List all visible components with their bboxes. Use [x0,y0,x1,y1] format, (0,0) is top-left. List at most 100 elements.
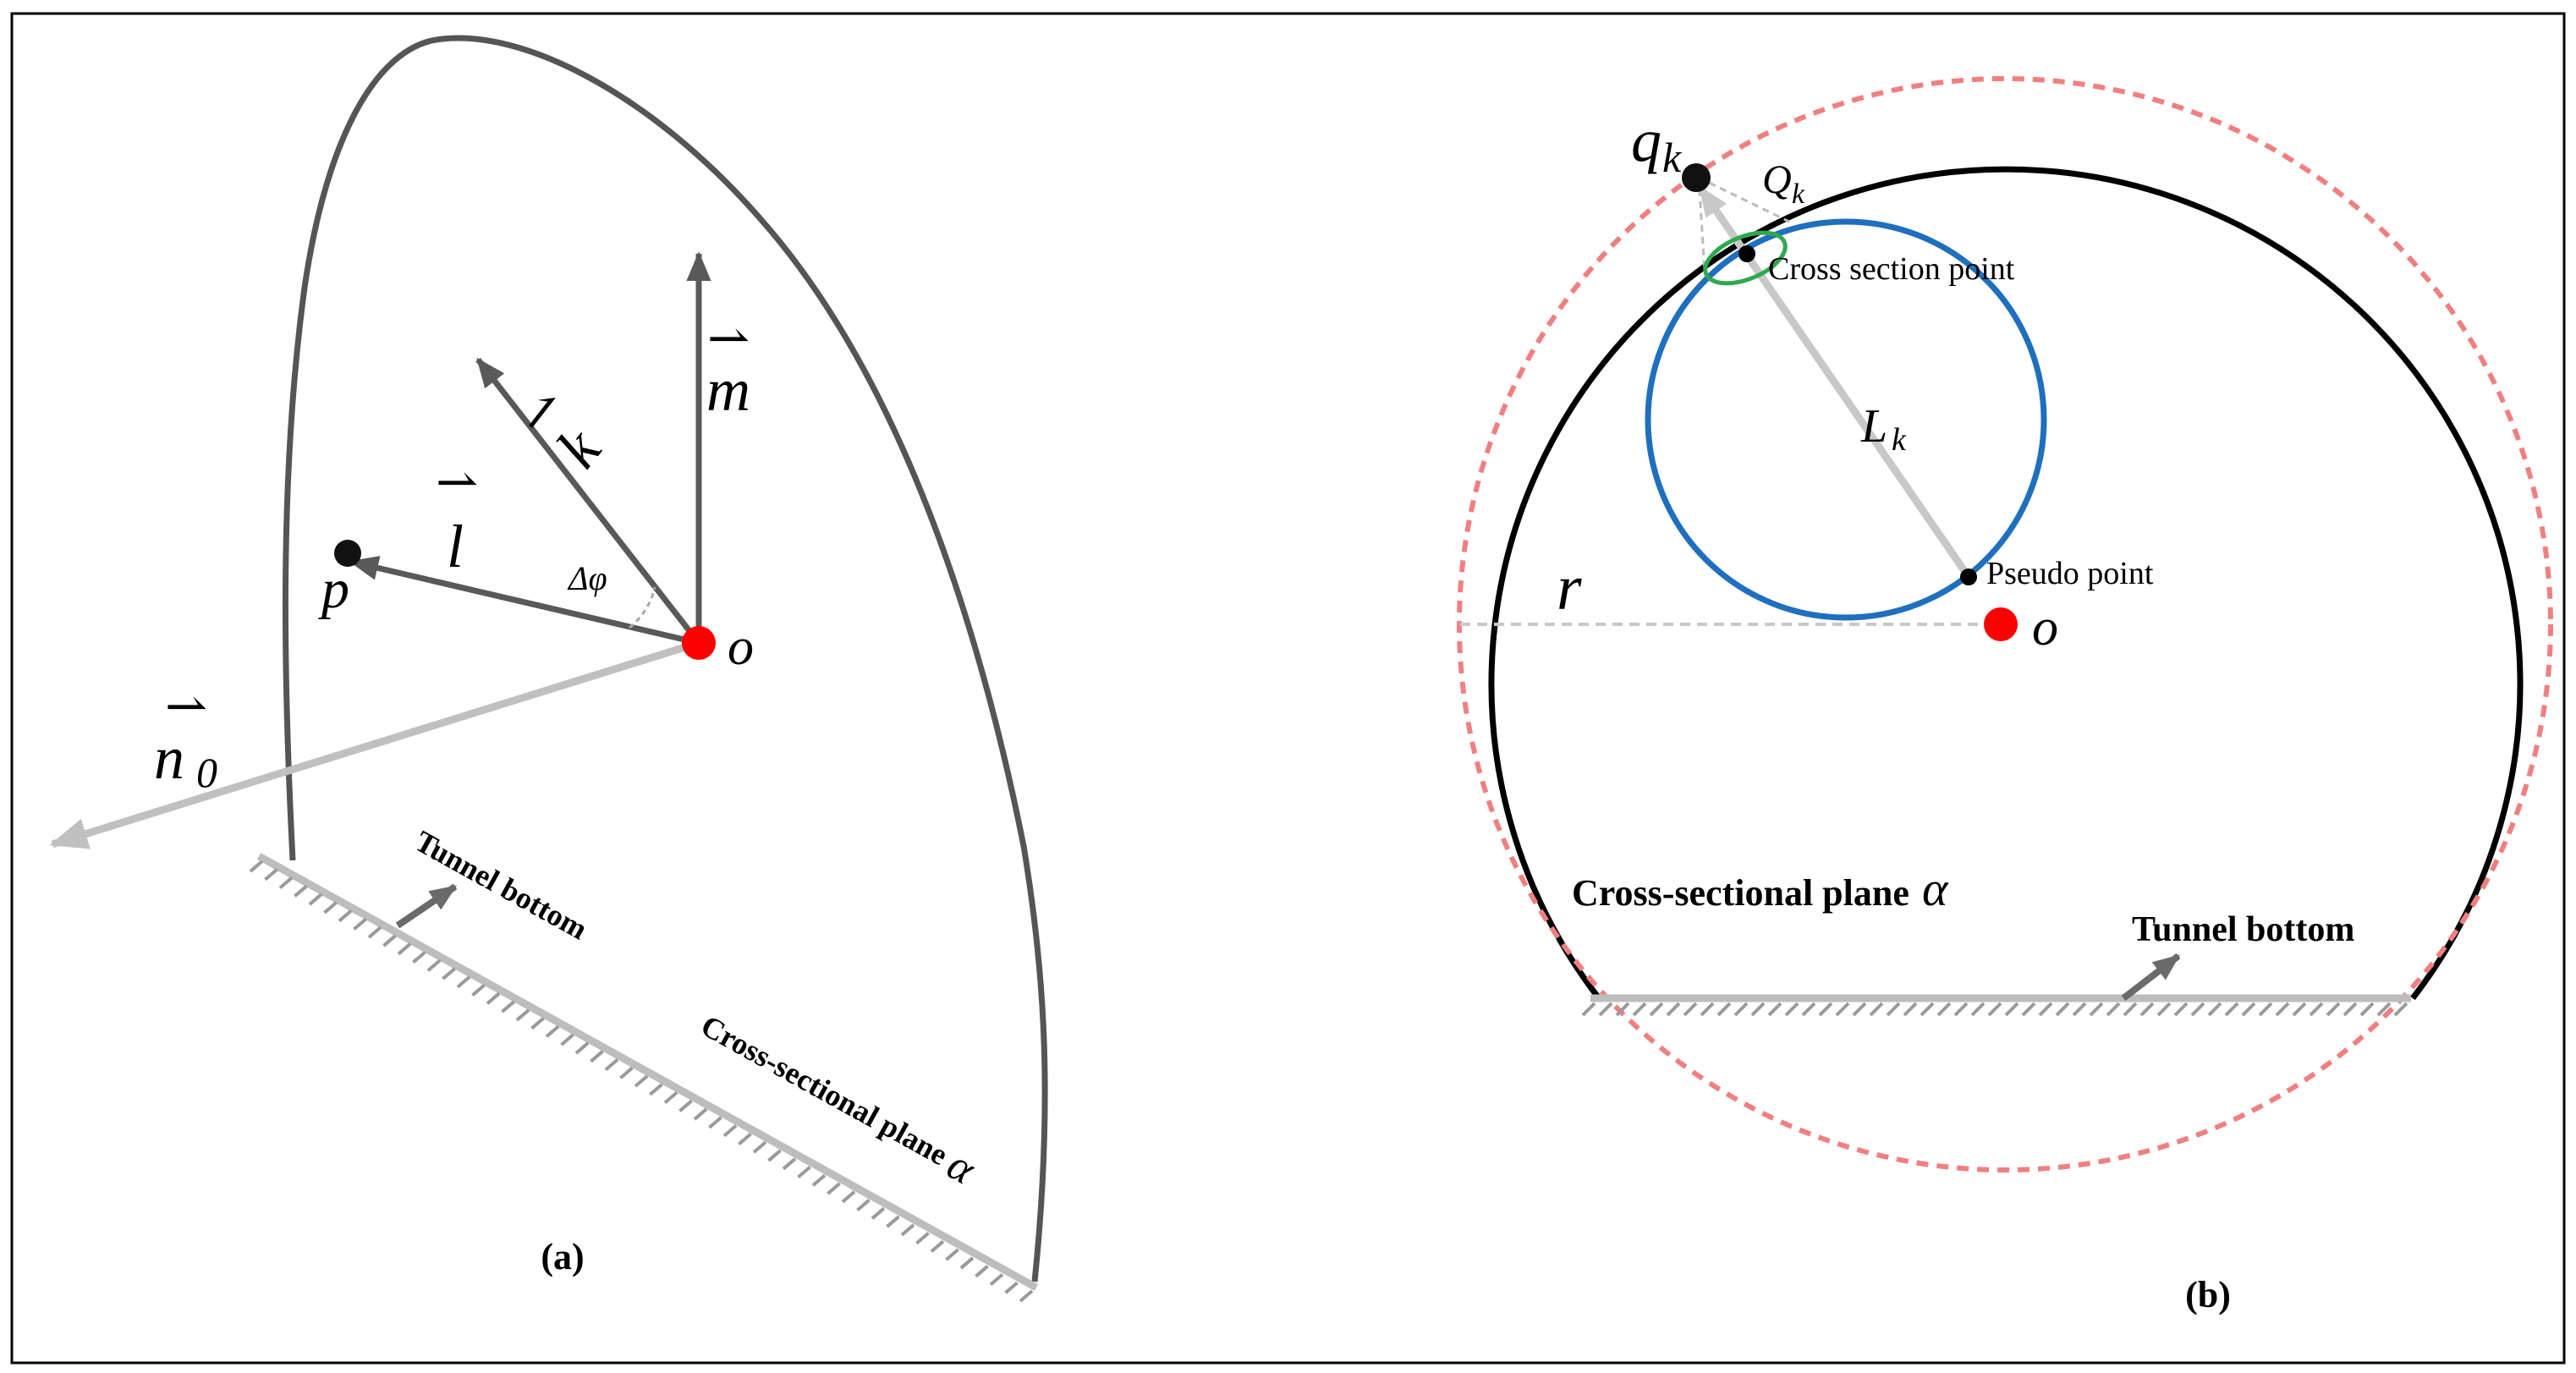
hatch-tick [900,1223,915,1237]
overhead-arrow-l: ⇀ [436,454,478,510]
hatch-tick [1970,1002,1986,1017]
hatch-tick [1598,1002,1613,1017]
hatch-tick [856,1199,871,1212]
hatch-tick [590,1050,604,1063]
panel-a: ⇀ m ⇀ k ⇀ l Δφ p o ⇀ n 0 Tunnel bottom C… [49,35,1048,1303]
label-L-sub: k [1892,422,1907,458]
green-ellipse [1703,230,1788,286]
hatch-tick [959,1256,975,1270]
label-o-a: o [728,618,754,676]
hatch-tick [338,909,353,923]
hatch-tick [515,1008,530,1022]
label-plane-a: Cross-sectional plane α [695,1008,984,1195]
hatch-tick [1581,1002,1596,1017]
tunnel-outline-b [1488,166,2524,1001]
hatch-tick [353,917,367,931]
hatch-tick [1615,1002,1630,1017]
hatch-tick [2258,1002,2273,1017]
tunnel-floor-b [1581,994,2411,1017]
hatch-tick [2376,1002,2392,1017]
label-m: m [706,356,750,424]
tunnel-floor-a [249,853,1039,1303]
hatch-tick [501,1000,515,1013]
hatch-tick [2359,1002,2375,1017]
label-k: k [543,415,614,480]
hatch-tick [1666,1002,1681,1017]
hatch-tick [574,1041,590,1055]
hatch-tick [915,1232,930,1245]
hatch-tick [278,876,294,890]
hatch-tick [2123,1002,2138,1017]
point-p [334,540,361,567]
label-Q-sub: k [1792,178,1805,210]
label-tunnel-bottom-a: Tunnel bottom [409,824,593,946]
hatch-tick [382,934,397,947]
label-n0: n [154,724,184,792]
hatch-tick [693,1107,708,1121]
hatch-tick [989,1272,1004,1286]
hatch-tick [722,1124,738,1138]
label-Q: Q [1762,157,1792,202]
overhead-arrow-m: ⇀ [707,310,750,366]
hatch-tick [871,1206,886,1220]
hatch-tick [975,1265,989,1278]
hatch-tick [2326,1002,2341,1017]
hatch-tick [1767,1002,1782,1017]
hatch-tick [2106,1002,2121,1017]
hatch-tick [886,1215,900,1228]
caption-b: (b) [2185,1274,2231,1315]
angle-arc [629,586,656,629]
hatch-tick [1683,1002,1698,1017]
hatch-tick [397,942,412,956]
hatch-tick [782,1157,797,1171]
hatch-tick [2292,1002,2307,1017]
hatch-tick [1004,1281,1019,1294]
hatch-tick [323,901,338,914]
line-Lk [1697,185,1972,579]
hatch-tick [2343,1002,2358,1017]
hatch-tick [827,1182,841,1195]
hatch-tick [2156,1002,2172,1017]
label-n0-group: ⇀ n 0 [154,678,217,796]
label-plane-b-text: Cross-sectional plane [1572,872,1909,914]
label-pseudo-point: Pseudo point [1986,556,2154,591]
hatch-tick [1869,1002,1884,1017]
hatch-tick [1953,1002,1969,1017]
hatch-tick [545,1024,560,1038]
label-r: r [1557,552,1582,623]
hatch-tick [1886,1002,1901,1017]
hatch-tick [1700,1002,1715,1017]
point-pseudo [1960,568,1977,585]
label-n0-sub: 0 [196,749,217,796]
label-o-b: o [2032,599,2058,656]
hatch-tick [249,859,264,873]
hatch-tick [1784,1002,1799,1017]
hatch-tick [2021,1002,2036,1017]
hatch-tick [1903,1002,1918,1017]
panel-b: q k Q k Cross section point L k Pseudo p… [1457,76,2553,1315]
hatch-tick [738,1132,752,1145]
hatch-tick [2072,1002,2087,1017]
hatch-tick [2309,1002,2324,1017]
point-o-b [1984,607,2018,641]
label-L: L [1860,400,1887,453]
hatch-tick [2038,1002,2053,1017]
hatch-tick [530,1017,545,1030]
hatch-tick [1835,1002,1850,1017]
label-p: p [318,558,349,620]
hatch-tick [1852,1002,1867,1017]
label-angle: Δφ [567,559,607,597]
hatch-tick [2173,1002,2189,1017]
hatch-tick [841,1190,856,1204]
label-Qk-group: Q k [1762,157,1805,210]
hatch-tick [2224,1002,2239,1017]
hatch-tick [308,892,323,906]
hatch-tick [663,1091,678,1105]
vector-k [475,357,701,645]
hatch-tick [619,1066,634,1079]
dashed-radius-circle [1457,76,2553,1173]
label-q: q [1631,107,1661,174]
vector-l [349,556,700,646]
label-l-group: ⇀ l [436,454,478,580]
caption-a: (a) [541,1236,584,1277]
